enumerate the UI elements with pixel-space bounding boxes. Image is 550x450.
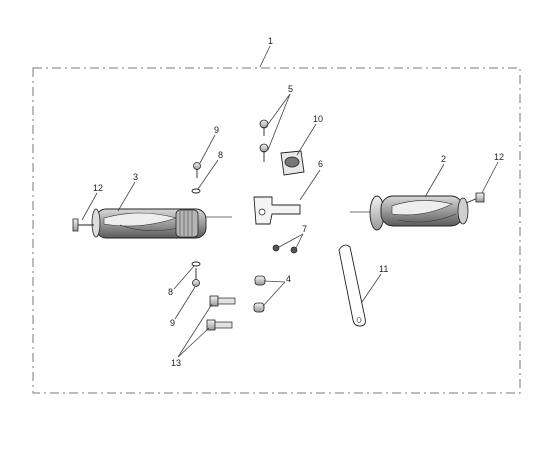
washer-8-lower xyxy=(191,261,201,267)
screw-5-lower xyxy=(259,143,269,162)
leader-5b xyxy=(267,93,291,151)
leader-9-top xyxy=(199,134,216,164)
leader-9-bottom xyxy=(174,286,196,320)
leader-12-left xyxy=(81,192,98,221)
callout-11: 11 xyxy=(379,264,388,274)
callout-1: 1 xyxy=(268,36,273,46)
callout-12-left: 12 xyxy=(93,183,103,193)
leader-13b xyxy=(177,327,210,358)
callout-7: 7 xyxy=(302,224,307,234)
leader-8-top xyxy=(197,159,219,190)
callout-4: 4 xyxy=(286,274,291,284)
callout-12-right: 12 xyxy=(494,152,504,162)
left-grip xyxy=(91,208,232,239)
callout-8-top: 8 xyxy=(218,150,223,160)
leader-8-bottom xyxy=(173,265,195,290)
leader-6 xyxy=(299,169,321,201)
callout-2: 2 xyxy=(441,154,446,164)
screw-9-upper xyxy=(193,162,201,178)
dashed-border xyxy=(32,67,521,394)
leader-7b xyxy=(295,233,304,249)
callout-9-bottom: 9 xyxy=(170,318,175,328)
nut-4-a xyxy=(254,275,266,286)
leader-3 xyxy=(117,181,136,212)
callout-8-bottom: 8 xyxy=(168,287,173,297)
leader-10 xyxy=(296,123,317,156)
callout-5: 5 xyxy=(288,84,293,94)
bolt-13-lower xyxy=(206,319,233,331)
clamp-block xyxy=(280,150,305,176)
washer-8-upper xyxy=(191,188,201,194)
leader-4b xyxy=(262,281,286,307)
left-bar-end xyxy=(72,218,94,232)
screw-5-upper xyxy=(259,119,269,136)
right-grip xyxy=(350,195,469,231)
right-bar-end xyxy=(465,192,485,204)
callout-13: 13 xyxy=(171,358,181,368)
callout-9-top: 9 xyxy=(214,125,219,135)
leader-13a xyxy=(177,303,213,358)
leader-2 xyxy=(424,163,445,198)
screw-9-lower xyxy=(192,268,200,287)
leader-1 xyxy=(259,45,271,68)
leader-5a xyxy=(265,93,291,128)
callout-6: 6 xyxy=(318,159,323,169)
nut-7-a xyxy=(272,244,280,252)
nut-7-b xyxy=(290,246,298,254)
leader-7a xyxy=(278,233,304,248)
leader-4a xyxy=(263,280,286,283)
bolt-13-upper xyxy=(209,295,236,307)
leader-11 xyxy=(361,273,382,303)
nut-4-b xyxy=(253,302,265,313)
bracket xyxy=(253,196,301,225)
leader-12-right xyxy=(481,161,499,194)
callout-10: 10 xyxy=(313,114,323,124)
callout-3: 3 xyxy=(133,172,138,182)
strap xyxy=(338,244,366,327)
